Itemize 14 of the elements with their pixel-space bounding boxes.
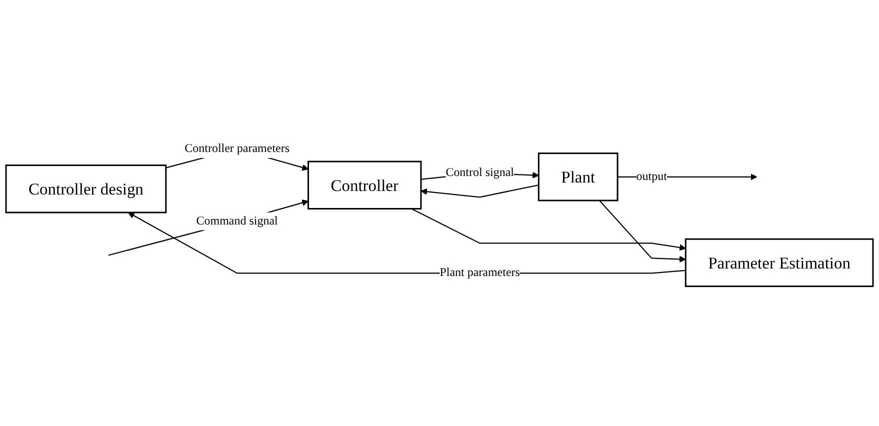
node-box: Parameter Estimation <box>684 238 874 287</box>
edge-label: Controller parameters <box>184 142 290 155</box>
arrow <box>411 208 686 251</box>
arrow <box>108 199 309 256</box>
node-box: Controller <box>308 160 422 210</box>
node-box: Plant <box>538 152 618 202</box>
edge-label: Command signal <box>196 214 278 228</box>
edge-label: Plant parameters <box>440 266 520 280</box>
edge-label: Control signal <box>446 166 514 179</box>
arrow <box>599 200 686 262</box>
arrow <box>420 184 539 198</box>
node-box: Controller design <box>5 164 167 214</box>
arrow <box>128 212 686 274</box>
edge-label: output <box>636 170 667 183</box>
